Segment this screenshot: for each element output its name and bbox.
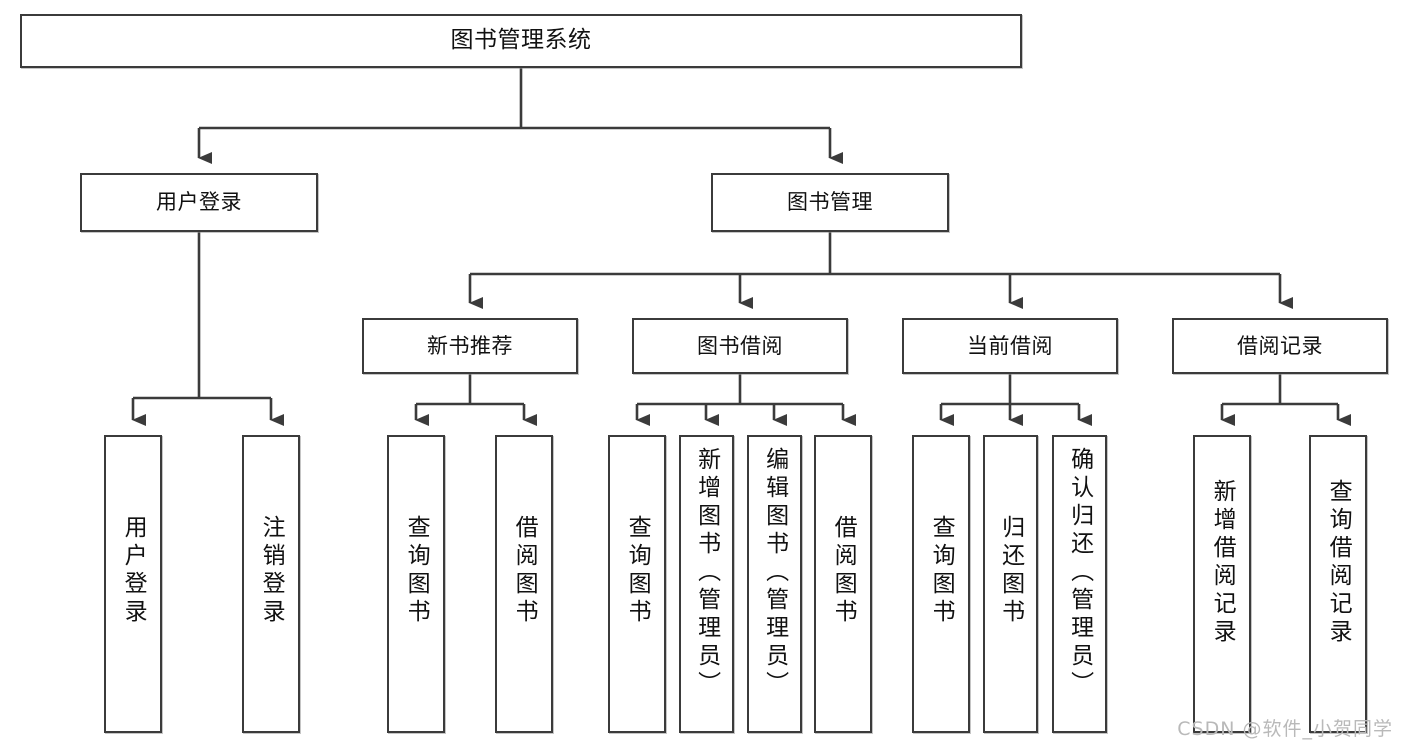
node-book-borrow-label: 图书借阅 <box>697 333 783 358</box>
node-leaf-user-login-label: 用户登录 <box>120 515 147 627</box>
node-leaf-query-record-label: 查询借阅记录 <box>1325 479 1352 647</box>
node-leaf-confirm-return[interactable]: 确认归还（管理员） <box>1052 435 1107 733</box>
node-leaf-edit-book[interactable]: 编辑图书（管理员） <box>747 435 802 733</box>
node-leaf-query-book-c-label: 查询图书 <box>928 515 955 627</box>
node-leaf-query-book-b[interactable]: 查询图书 <box>608 435 666 733</box>
node-leaf-borrow-book-b[interactable]: 借阅图书 <box>814 435 872 733</box>
node-leaf-borrow-book-a[interactable]: 借阅图书 <box>495 435 553 733</box>
node-leaf-add-record[interactable]: 新增借阅记录 <box>1193 435 1251 733</box>
node-leaf-query-record[interactable]: 查询借阅记录 <box>1309 435 1367 733</box>
node-leaf-user-login[interactable]: 用户登录 <box>104 435 162 733</box>
node-current-borrow[interactable]: 当前借阅 <box>902 318 1118 374</box>
node-leaf-logout-label: 注销登录 <box>258 515 285 627</box>
node-book-borrow[interactable]: 图书借阅 <box>632 318 848 374</box>
node-leaf-query-book-a[interactable]: 查询图书 <box>387 435 445 733</box>
node-leaf-logout[interactable]: 注销登录 <box>242 435 300 733</box>
node-new-book-rec[interactable]: 新书推荐 <box>362 318 578 374</box>
node-leaf-return-book-label: 归还图书 <box>997 515 1024 627</box>
node-leaf-query-book-b-label: 查询图书 <box>624 515 651 627</box>
node-root-label: 图书管理系统 <box>450 27 592 54</box>
node-root[interactable]: 图书管理系统 <box>20 14 1022 68</box>
node-user-login[interactable]: 用户登录 <box>80 173 318 232</box>
node-leaf-return-book[interactable]: 归还图书 <box>983 435 1038 733</box>
node-new-book-rec-label: 新书推荐 <box>427 333 513 358</box>
node-leaf-add-record-label: 新增借阅记录 <box>1209 479 1236 647</box>
node-leaf-query-book-a-label: 查询图书 <box>403 515 430 627</box>
node-leaf-borrow-book-a-label: 借阅图书 <box>511 515 538 627</box>
node-leaf-add-book[interactable]: 新增图书（管理员） <box>679 435 734 733</box>
node-leaf-confirm-return-label: 确认归还（管理员） <box>1066 447 1093 699</box>
node-user-login-label: 用户登录 <box>156 190 242 215</box>
csdn-watermark: CSDN @软件_小贺同学 <box>1177 718 1393 740</box>
node-leaf-query-book-c[interactable]: 查询图书 <box>912 435 970 733</box>
node-book-manage-label: 图书管理 <box>787 190 873 215</box>
node-book-manage[interactable]: 图书管理 <box>711 173 949 232</box>
node-borrow-record[interactable]: 借阅记录 <box>1172 318 1388 374</box>
node-leaf-edit-book-label: 编辑图书（管理员） <box>761 447 788 699</box>
node-current-borrow-label: 当前借阅 <box>967 333 1053 358</box>
node-borrow-record-label: 借阅记录 <box>1237 333 1323 358</box>
node-leaf-borrow-book-b-label: 借阅图书 <box>830 515 857 627</box>
node-leaf-add-book-label: 新增图书（管理员） <box>693 447 720 699</box>
